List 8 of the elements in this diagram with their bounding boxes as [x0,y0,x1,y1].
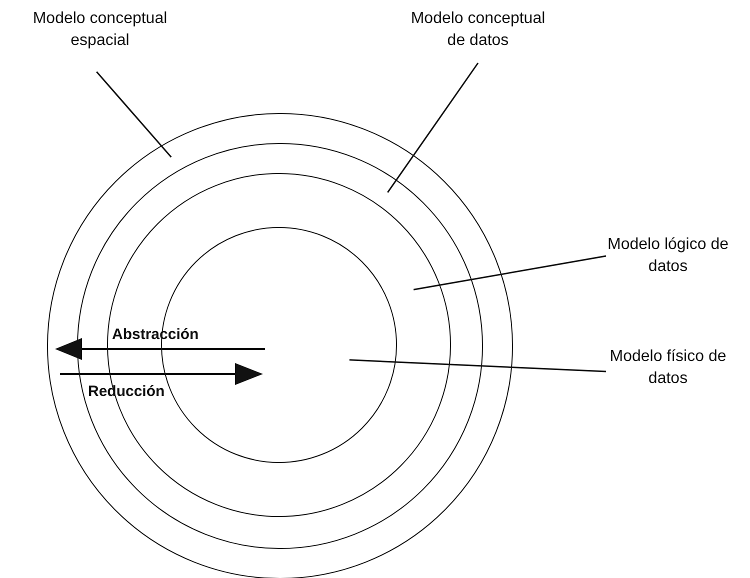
leader-line [413,255,606,290]
leader-line [96,71,172,158]
node-label: Modelo físico de datos [608,347,728,389]
leader-line [349,359,606,372]
leader-line [387,62,479,193]
node-label: Modelo lógico de datos [606,235,730,277]
node-label: Modelo conceptual de datos [410,9,546,51]
node-label: Modelo conceptual espacial [32,9,168,51]
